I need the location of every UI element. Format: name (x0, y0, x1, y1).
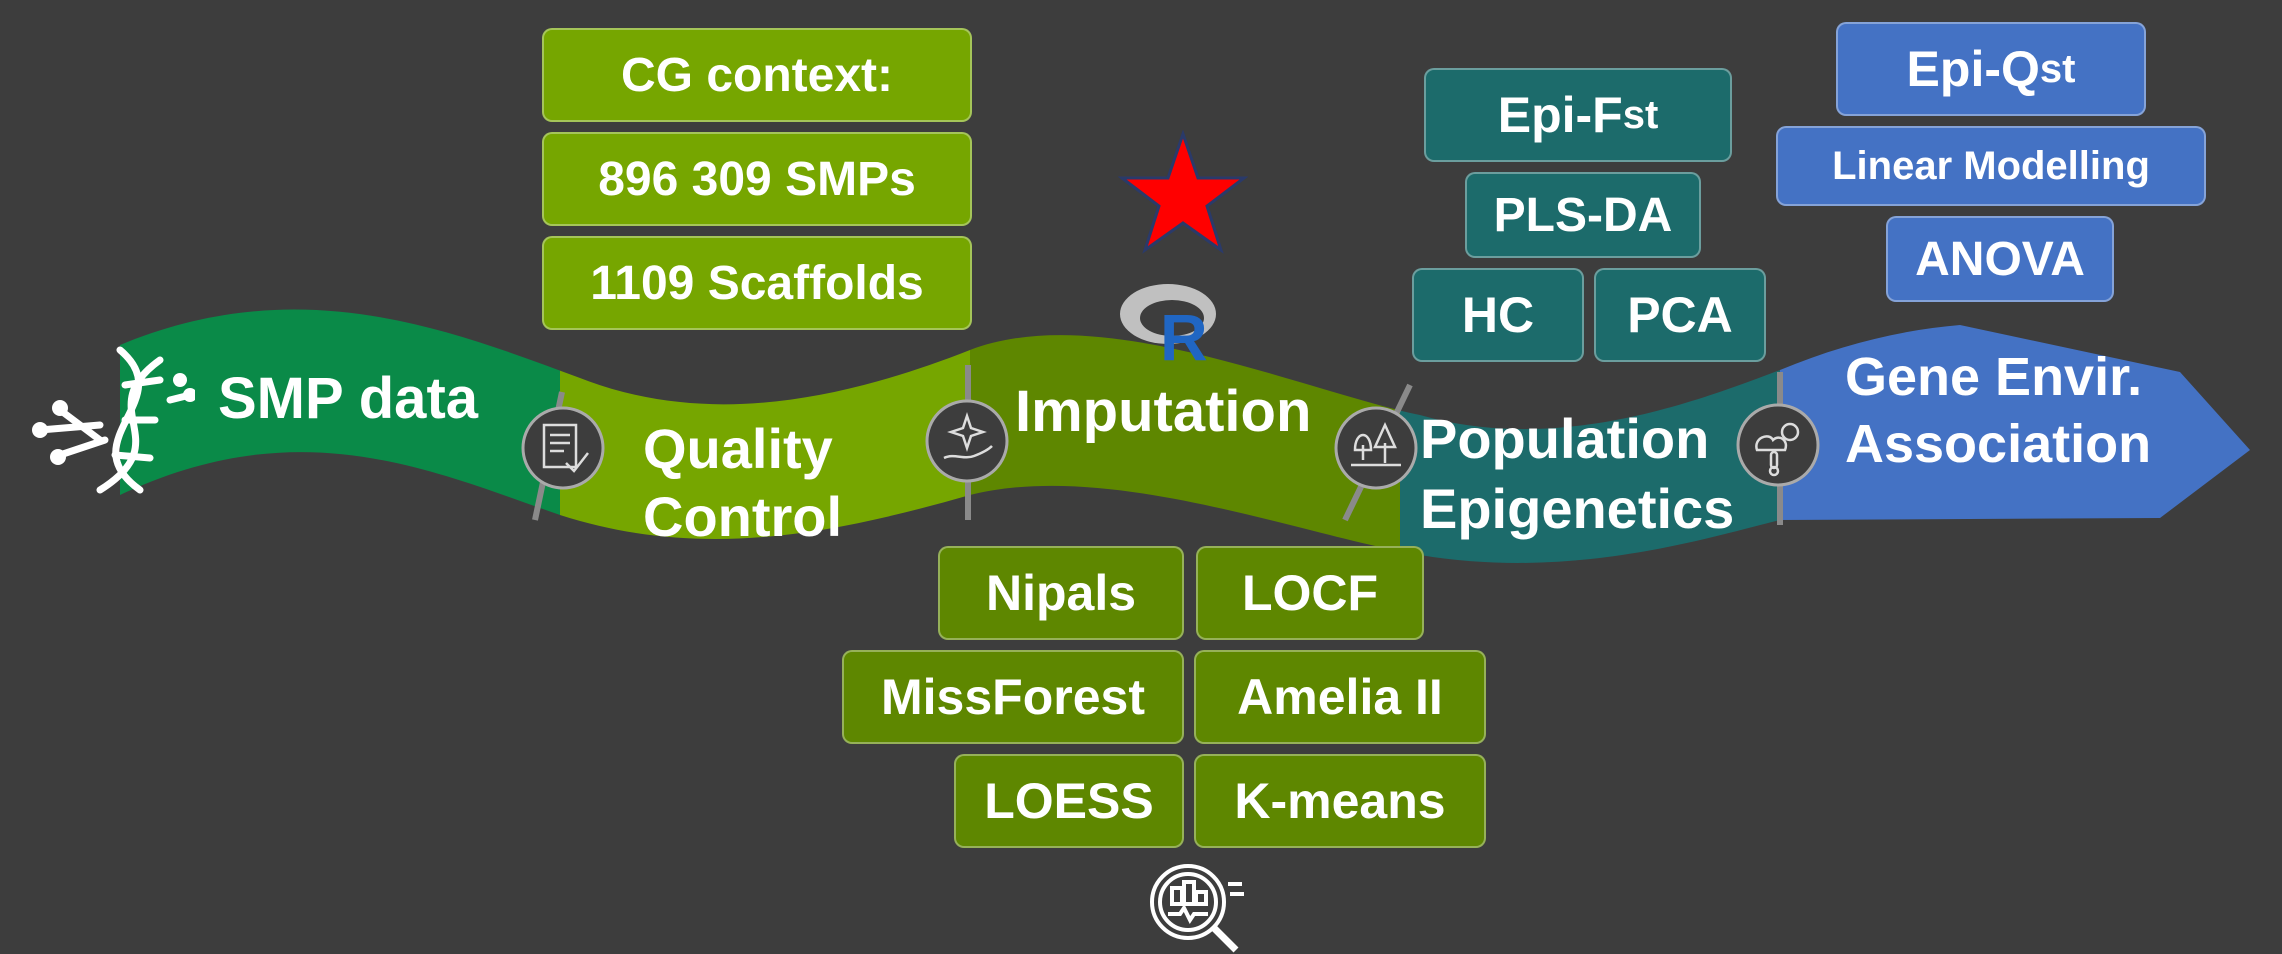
method-linear-modelling: Linear Modelling (1776, 126, 2206, 206)
document-check-icon (521, 406, 605, 490)
cg-context-scaffolds: 1109 Scaffolds (542, 236, 972, 330)
stage-qc-label-line2: Control (643, 485, 843, 548)
method-pca: PCA (1594, 268, 1766, 362)
stage-qc-label-line1: Quality (643, 417, 833, 480)
cg-context-title: CG context: (542, 28, 972, 122)
stage-imputation-label: Imputation (1015, 379, 1312, 444)
method-loess: LOESS (954, 754, 1184, 848)
stage-association-label-line2: Association (1845, 414, 2152, 474)
star-icon (1118, 130, 1248, 254)
method-missforest: MissForest (842, 650, 1184, 744)
method-nipals: Nipals (938, 546, 1184, 640)
chart-magnifier-icon (1150, 864, 1244, 953)
stage-association-label-line1: Gene Envir. (1845, 347, 2143, 407)
method-hc: HC (1412, 268, 1584, 362)
method-locf: LOCF (1196, 546, 1424, 640)
weather-thermometer-icon (1736, 403, 1820, 487)
stage-population-label-line2: Epigenetics (1420, 477, 1735, 540)
method-kmeans: K-means (1194, 754, 1486, 848)
method-epi-qst-main: Epi-Q (1906, 41, 2040, 97)
method-plsda: PLS-DA (1465, 172, 1701, 258)
sparkle-hand-icon (925, 399, 1009, 483)
dna-icon (32, 346, 195, 494)
r-logo-icon: R (1120, 284, 1216, 364)
forest-icon (1334, 406, 1418, 490)
stage-smp-label: SMP data (218, 366, 479, 431)
r-logo-letter: R (1160, 300, 1208, 364)
stage-population-label-line1: Population (1420, 407, 1710, 470)
method-epi-fst-main: Epi-F (1497, 87, 1623, 143)
cg-context-smps: 896 309 SMPs (542, 132, 972, 226)
method-amelia: Amelia II (1194, 650, 1486, 744)
method-anova: ANOVA (1886, 216, 2114, 302)
